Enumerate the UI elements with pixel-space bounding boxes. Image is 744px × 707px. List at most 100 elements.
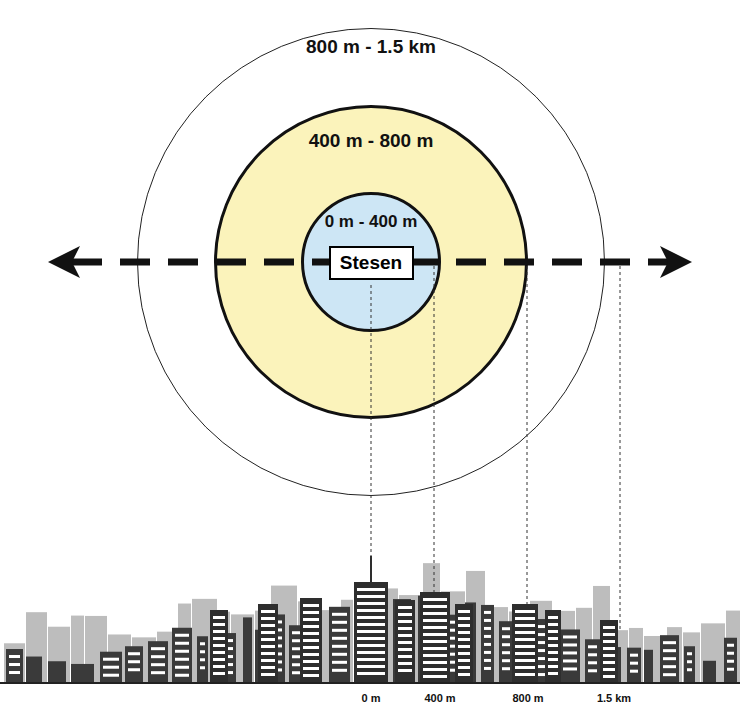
building — [684, 646, 695, 682]
building-windows — [687, 660, 692, 663]
building-windows — [484, 635, 491, 638]
building-windows — [588, 645, 597, 648]
tower-windows — [398, 648, 412, 651]
tower-windows — [357, 609, 385, 612]
tower-windows — [303, 639, 319, 642]
tower-windows — [398, 613, 412, 616]
zone-label: 0 m - 400 m — [301, 212, 441, 232]
tower-windows — [548, 665, 558, 668]
tower — [300, 598, 322, 682]
tower — [258, 604, 278, 682]
tower-windows — [423, 598, 447, 601]
building — [644, 650, 653, 682]
tower-windows — [213, 672, 225, 675]
building-windows — [630, 662, 638, 665]
tower-windows — [515, 631, 535, 634]
tower-windows — [548, 644, 558, 647]
tower-windows — [303, 660, 319, 663]
building-windows — [484, 611, 491, 614]
building — [6, 649, 23, 682]
building-windows — [103, 674, 119, 677]
tower-windows — [515, 610, 535, 613]
tower-windows — [357, 616, 385, 619]
tower-windows — [548, 616, 558, 619]
tower — [600, 620, 618, 682]
tower — [354, 582, 388, 682]
tower-windows — [357, 623, 385, 626]
building — [172, 628, 192, 682]
building-windows — [563, 667, 577, 670]
tower-windows — [423, 647, 447, 650]
building-windows — [502, 635, 510, 638]
tower-windows — [548, 630, 558, 633]
tower-windows — [458, 624, 470, 627]
tower-windows — [398, 606, 412, 609]
tower-windows — [515, 659, 535, 662]
tower-windows — [423, 626, 447, 629]
arrow-head — [660, 246, 692, 278]
building-windows — [502, 651, 510, 654]
leader-line — [527, 266, 528, 604]
building-windows — [484, 659, 491, 662]
inner-zone-circle: 0 m - 400 mStesen — [301, 192, 441, 332]
building — [197, 636, 208, 682]
tower-windows — [357, 602, 385, 605]
tower-windows — [303, 646, 319, 649]
building-windows — [151, 647, 165, 650]
zone-label: 400 m - 800 m — [214, 130, 528, 152]
tower — [455, 604, 473, 682]
tower-windows — [213, 630, 225, 633]
tower-windows — [423, 654, 447, 657]
tower-windows — [261, 673, 275, 676]
tower-windows — [357, 672, 385, 675]
building-windows — [588, 669, 597, 672]
tower — [395, 600, 415, 682]
tower-windows — [423, 640, 447, 643]
building-windows — [484, 667, 491, 670]
tower-windows — [261, 610, 275, 613]
tower-windows — [603, 626, 615, 629]
building-windows — [502, 643, 510, 646]
building — [703, 661, 716, 682]
ground-line — [0, 682, 740, 684]
tower-windows — [261, 638, 275, 641]
tower-windows — [423, 633, 447, 636]
building-windows — [502, 667, 510, 670]
tower — [210, 610, 228, 682]
building — [585, 639, 600, 682]
building-windows — [151, 663, 165, 666]
tower-windows — [303, 667, 319, 670]
building-windows — [332, 637, 347, 640]
tower-windows — [303, 653, 319, 656]
tower-windows — [548, 637, 558, 640]
tower-windows — [213, 616, 225, 619]
building-windows — [727, 668, 734, 671]
building-windows — [727, 660, 734, 663]
antenna — [370, 556, 372, 582]
tower-windows — [213, 637, 225, 640]
tower-windows — [398, 620, 412, 623]
building — [660, 635, 679, 682]
tower-windows — [458, 610, 470, 613]
tower-windows — [303, 611, 319, 614]
building-windows — [332, 645, 347, 648]
tower-windows — [357, 630, 385, 633]
tower-windows — [458, 673, 470, 676]
building-windows — [9, 671, 20, 674]
building-windows — [128, 660, 140, 663]
building — [243, 617, 252, 682]
building-windows — [151, 671, 165, 674]
tower-windows — [458, 631, 470, 634]
middle-zone-circle: 400 m - 800 m 0 m - 400 mStesen — [214, 105, 528, 419]
tower-windows — [261, 666, 275, 669]
dashed-axis — [72, 259, 668, 266]
tower-windows — [398, 634, 412, 637]
tower — [420, 592, 450, 682]
building — [125, 646, 143, 682]
tower-windows — [423, 605, 447, 608]
tower-windows — [548, 651, 558, 654]
tower-windows — [515, 666, 535, 669]
tower-windows — [303, 674, 319, 677]
